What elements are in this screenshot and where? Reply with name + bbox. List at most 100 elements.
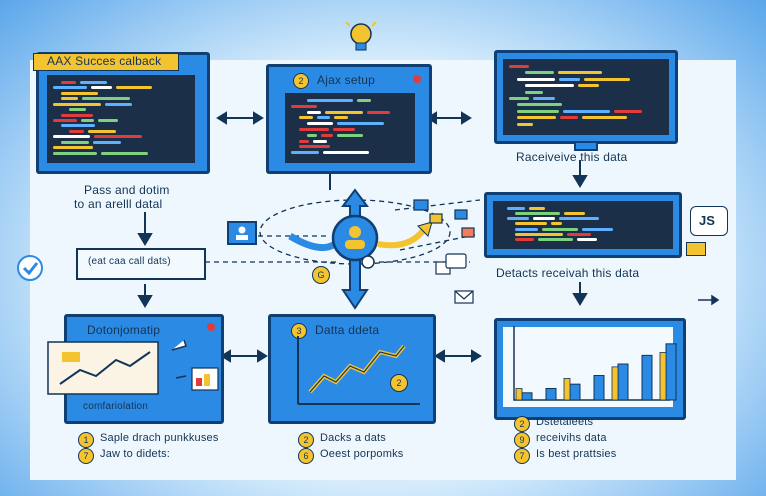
code-line [563,212,586,216]
footer-number-badge: 6 [298,448,314,464]
code-line [515,212,560,216]
code-line [515,237,534,241]
code-line [61,140,89,144]
code-line [509,97,530,100]
monitor-stand [574,141,598,151]
code-line [334,116,349,120]
code-line [299,128,330,131]
code-line [507,207,526,210]
code-line [88,129,117,133]
code-line [550,222,563,226]
code-line [79,81,108,84]
code-line [53,151,98,155]
code-line [105,102,132,106]
code-line [566,232,592,236]
code-line [525,71,555,75]
code-line [98,119,118,122]
code-line [576,237,598,241]
code-line [307,122,333,126]
code-line [53,102,102,106]
code-line [53,119,78,122]
code-line [558,71,602,75]
ajax-setup-title: Ajax setup [317,73,376,87]
line-chart-card-icon [47,341,159,395]
processing-title: Dotonjomatip [87,323,161,337]
code-line [81,119,95,122]
bar-highlight [563,377,571,401]
code-line [525,84,574,88]
js-note [686,242,706,256]
code-line [582,116,628,120]
ajax-setup-panel: 2 Ajax setup [266,64,432,174]
code-line [515,232,563,236]
code-line [507,217,529,221]
document-icons [413,199,475,275]
bar [569,383,581,401]
code-line [563,109,610,113]
code-line [299,145,330,149]
bar [641,354,653,401]
js-label: JS [699,213,715,228]
code-line [61,124,96,128]
code-line [115,86,153,90]
code-line [61,81,76,84]
footer-note-text: Oeest porpomks [320,448,404,460]
lightbulb-icon [345,21,377,51]
code-line [560,116,579,120]
footer-note-text: Is best prattsies [536,448,617,460]
bar [521,392,533,401]
code-line [558,77,581,81]
code-line [322,151,370,155]
code-line [577,84,600,88]
right-chevron-icon [698,294,720,306]
envelope-icon [454,290,474,304]
center-badge: G [312,266,330,284]
bar [665,343,677,401]
code-line [61,97,79,101]
code-line [337,133,363,137]
bar [617,363,629,401]
code-line [307,110,321,114]
code-line [316,116,331,120]
footer-note-text: Dacks a dats [320,432,386,444]
code-line [313,139,328,143]
footer-note-text: Jaw to didets: [100,448,171,460]
code-line [582,227,614,231]
footer-number-badge: 1 [78,432,94,448]
point-badge: 2 [390,374,408,392]
call-box: (eat caa call dats) [76,248,206,280]
check-circle-icon [17,255,43,281]
user-hub-icon [331,214,379,269]
footer-note-text: Saple drach punkkuses [100,432,219,444]
callback-caption-1: Pass and dotim [84,183,170,197]
monitor-caption: Raceiveive this data [516,150,628,164]
code-line [533,97,555,100]
code-line [291,151,319,155]
footer-number-badge: 7 [514,448,530,464]
code-line [307,99,353,102]
small-arrow-icon [171,339,187,379]
code-line [299,139,310,143]
code-line [356,99,372,102]
code-line [509,65,530,68]
processing-subtitle: comfariolation [83,401,149,412]
code-line [537,237,573,241]
code-line [525,90,543,94]
code-line [515,222,547,226]
code-line [529,207,546,210]
bar [593,375,605,401]
code-line [101,151,149,155]
code-line [517,77,555,81]
code-line [517,122,534,126]
footer-number-badge: 9 [514,432,530,448]
code-line [366,110,391,114]
bar-chart-panel [494,318,686,420]
code-line [61,91,98,95]
code-line [53,86,87,90]
code-line [291,104,318,108]
code-line [82,97,130,101]
code-line [517,109,560,113]
